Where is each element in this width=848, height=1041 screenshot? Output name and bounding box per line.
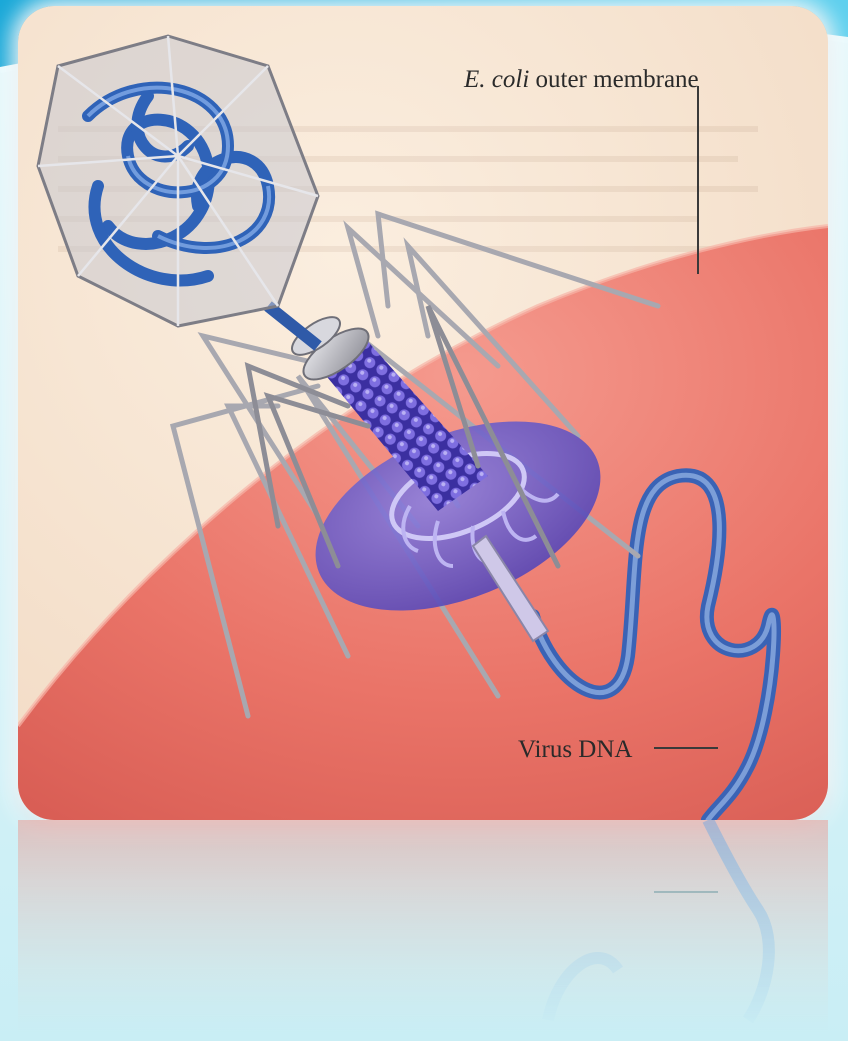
bacteriophage-diagram [18, 6, 828, 820]
card-reflection [18, 820, 828, 1035]
reflection-graphic [18, 820, 828, 1035]
diagram-card: E. coli outer membrane Virus DNA [18, 6, 828, 820]
virus-dna-label: Virus DNA [518, 736, 632, 764]
membrane-species-label: E. coli [464, 66, 529, 93]
membrane-label: E. coli outer membrane [464, 66, 699, 94]
membrane-rest-label: outer membrane [536, 66, 699, 93]
